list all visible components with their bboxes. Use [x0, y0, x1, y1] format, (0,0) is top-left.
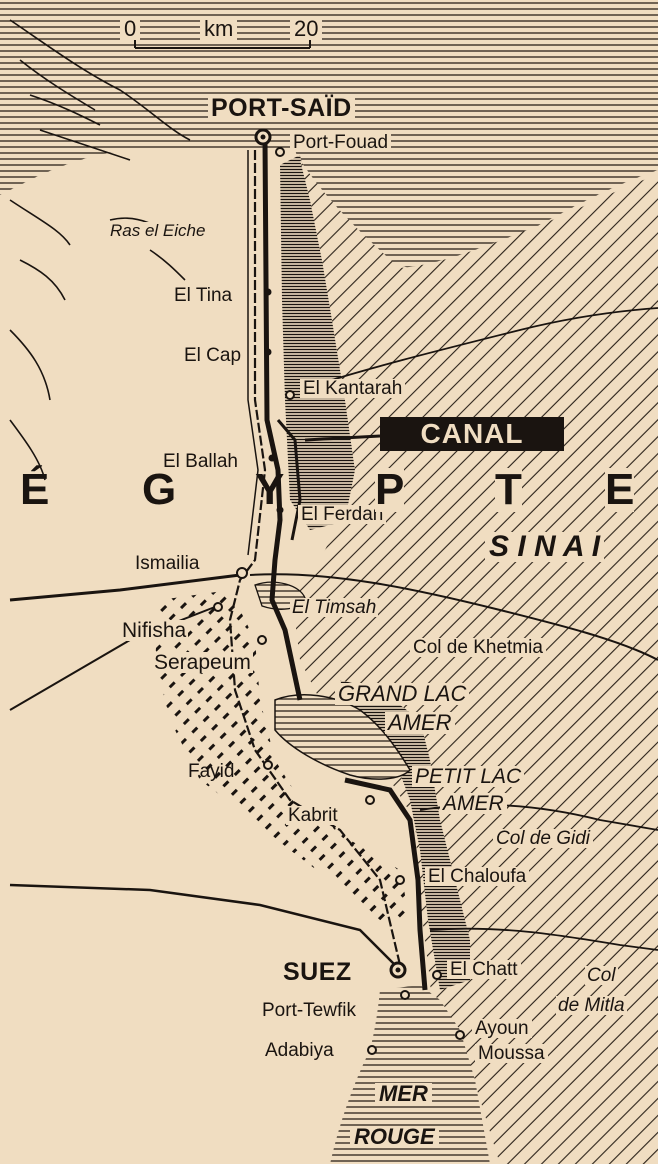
ismailia-marker [236, 567, 248, 579]
road-mitla [429, 927, 658, 951]
port-tewfik-marker [400, 990, 410, 1000]
label-amer-grand: AMER [385, 712, 455, 734]
red-sea [330, 985, 490, 1164]
suez-marker-dot [395, 967, 401, 973]
el-chaloufa-marker [395, 875, 405, 885]
east-bank-band [340, 680, 470, 990]
el-tina-marker [264, 288, 272, 296]
canal-bypass [276, 419, 302, 541]
scale-unit: km [200, 18, 238, 40]
label-adabiya: Adabiya [265, 1040, 334, 1061]
label-ismailia: Ismailia [133, 553, 202, 574]
sinai-region [295, 160, 658, 1164]
road-el-kantarah-east [299, 307, 658, 391]
el-cap-marker [264, 348, 272, 356]
label-el-chaloufa: El Chaloufa [425, 867, 530, 886]
grand-lac-amer [274, 694, 411, 780]
label-port-fouad: Port-Fouad [290, 133, 392, 152]
label-kabrit: Kabrit [286, 805, 340, 826]
country-letter-p: P [375, 465, 405, 514]
railway-west-2 [247, 150, 259, 556]
country-letter-e: E [605, 465, 635, 514]
label-el-kantarah: El Kantarah [300, 379, 406, 398]
label-fayid: Fayid [188, 761, 235, 782]
country-letter-e-accent: É [20, 465, 50, 514]
scale-zero: 0 [120, 18, 141, 40]
label-el-timsah: El Timsah [290, 597, 379, 618]
label-rouge: ROUGE [350, 1126, 439, 1148]
manzala-shore [9, 19, 191, 301]
label-sinai: S I N A I [485, 532, 605, 562]
label-col-de-gidi: Col de Gidi [493, 829, 593, 848]
adabiya-marker [367, 1045, 377, 1055]
label-nifisha: Nifisha [120, 619, 189, 642]
country-letter-t: T [495, 465, 522, 514]
label-el-tina: El Tina [174, 285, 233, 306]
nifisha-marker [213, 602, 223, 612]
fayid-marker [263, 760, 273, 770]
west-boundary [9, 329, 51, 481]
label-ras-el-eiche: Ras el Eiche [108, 221, 208, 240]
el-ballah-marker [268, 454, 276, 462]
label-el-chatt: El Chatt [447, 960, 521, 979]
label-el-ballah: El Ballah [163, 451, 238, 472]
label-el-ferdan: El Ferdan [298, 505, 387, 524]
label-de-mitla: de Mitla [556, 995, 627, 1016]
road-northern-sinai [304, 434, 381, 442]
label-port-said: PORT-SAÏD [208, 96, 355, 121]
el-ferdan-marker [276, 506, 284, 514]
label-col-de-khetmia: Col de Khetmia [410, 638, 546, 657]
label-grand-lac: GRAND LAC [335, 683, 470, 705]
country-letter-y: Y [255, 465, 285, 514]
label-canal: CANAL [380, 417, 564, 451]
label-el-cap: El Cap [184, 345, 242, 366]
kabrit-marker [365, 795, 375, 805]
country-letter-g: G [142, 465, 177, 514]
label-port-tewfik: Port-Tewfik [262, 1000, 356, 1021]
ayoun-moussa-marker [455, 1030, 465, 1040]
road-ismailia-west [9, 573, 241, 602]
label-amer-petit: AMER [440, 793, 507, 814]
scale-bar [134, 40, 311, 49]
road-ismailia-east [249, 573, 658, 661]
label-mer: MER [375, 1083, 432, 1105]
road-cairo-suez [9, 883, 401, 971]
el-chatt-marker [432, 970, 442, 980]
scale-max: 20 [290, 18, 323, 40]
suez-canal [262, 139, 428, 991]
port-said-marker-dot [260, 134, 266, 140]
lagoon-east [280, 155, 355, 530]
label-col: Col [585, 965, 618, 986]
el-kantarah-marker [285, 390, 295, 400]
label-petit-lac: PETIT LAC [412, 766, 525, 787]
label-suez: SUEZ [283, 958, 352, 986]
port-fouad-marker [275, 147, 285, 157]
label-ayoun: Ayoun [472, 1019, 532, 1038]
serapeum-marker [257, 635, 267, 645]
label-moussa: Moussa [475, 1044, 548, 1063]
label-serapeum: Serapeum [152, 651, 253, 674]
